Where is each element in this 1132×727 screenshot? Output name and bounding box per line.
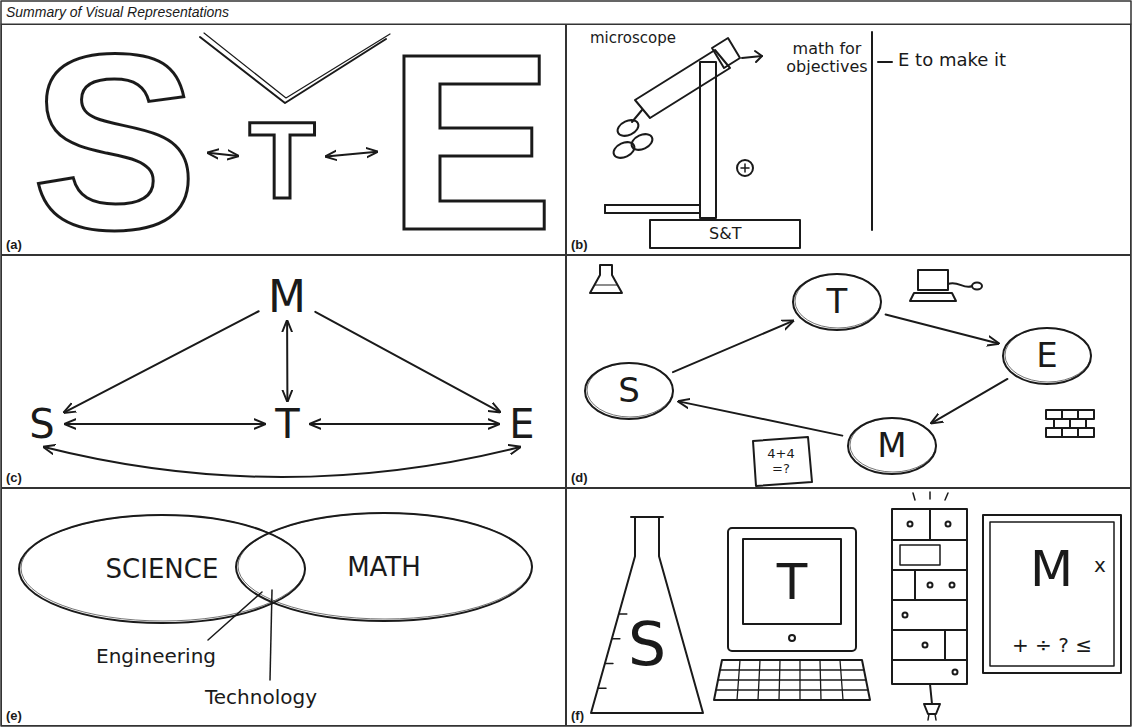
annotation-label: S&T [709,225,741,243]
stem-letter: M [268,280,306,313]
hand-letter: S [25,407,59,441]
venn-label: MATH [347,553,421,582]
board-text: x [1094,554,1106,576]
stem-letter: T [248,119,315,202]
arrow-connector [315,312,499,412]
stem-letter: T [827,283,848,320]
annotation-label: Technology [205,686,317,709]
figure-panel: (d) S T E M [566,255,1131,488]
annotation-label: microscope [590,30,676,47]
arrow-connector [208,153,238,156]
hand-letter: M [264,278,310,315]
chalkboard-icon: Mx + ÷ ? ≤ [982,514,1122,674]
stem-letter: S [628,611,666,677]
arrow-connector [44,447,520,477]
stem-circle: E [1001,326,1093,386]
figure-panel: (c) M S T E [1,255,566,488]
panel-letter: (c) [6,470,22,485]
figure-panel: (a) STE [1,24,566,255]
arrow-connector [64,311,258,412]
annotation-label: E to make it [898,50,1006,71]
outlined-letter: S [27,49,202,237]
annotation-label: 4+4 =? [761,447,801,477]
stem-letter: S [618,372,640,409]
stem-circle: T [791,272,883,332]
panel-letter: (e) [6,708,22,723]
stem-circle: M [846,416,938,476]
stem-letter: M [877,427,906,464]
board-text: M [1030,542,1073,597]
flask-icon: S [587,511,707,717]
arrow-connector [326,152,377,157]
panel-letter: (f) [571,708,584,723]
arrow-connector [310,423,499,425]
stem-letter: E [387,49,554,237]
stem-letter: S [31,49,198,237]
panel-letter: (d) [571,470,588,485]
hand-letter: T [271,407,304,441]
venn-label: SCIENCE [106,555,219,584]
stem-letter: S [29,409,54,439]
venn-ellipse: MATH [234,511,534,623]
annotation-label: math for objectives [768,40,886,77]
stem-letter: T [275,409,299,439]
venn-ellipse: SCIENCE [17,513,307,625]
panel-letter: (a) [6,237,22,252]
computer-icon: T [727,527,857,652]
stem-letter: T [777,555,808,610]
figure-panel: (f) S T Mx + ÷ ? ≤ [566,488,1131,726]
panel-letter: (b) [571,237,588,252]
stem-circle: S [583,361,675,421]
figure-title: Summary of Visual Representations [6,4,229,20]
arrow-connector [673,321,793,372]
arrow-connector [65,423,265,425]
arrow-connector [286,321,288,401]
outlined-letter: E [383,49,558,237]
hand-letter: E [505,407,539,441]
arrow-connector [679,401,843,435]
board-text: + ÷ ? ≤ [1012,634,1092,656]
arrow-connector [886,314,999,343]
stem-letter: E [509,409,534,439]
stem-letter: E [1036,337,1057,374]
outlined-letter: T [244,119,320,202]
annotation-label: Engineering [96,645,216,668]
arrow-connector [932,379,1008,423]
